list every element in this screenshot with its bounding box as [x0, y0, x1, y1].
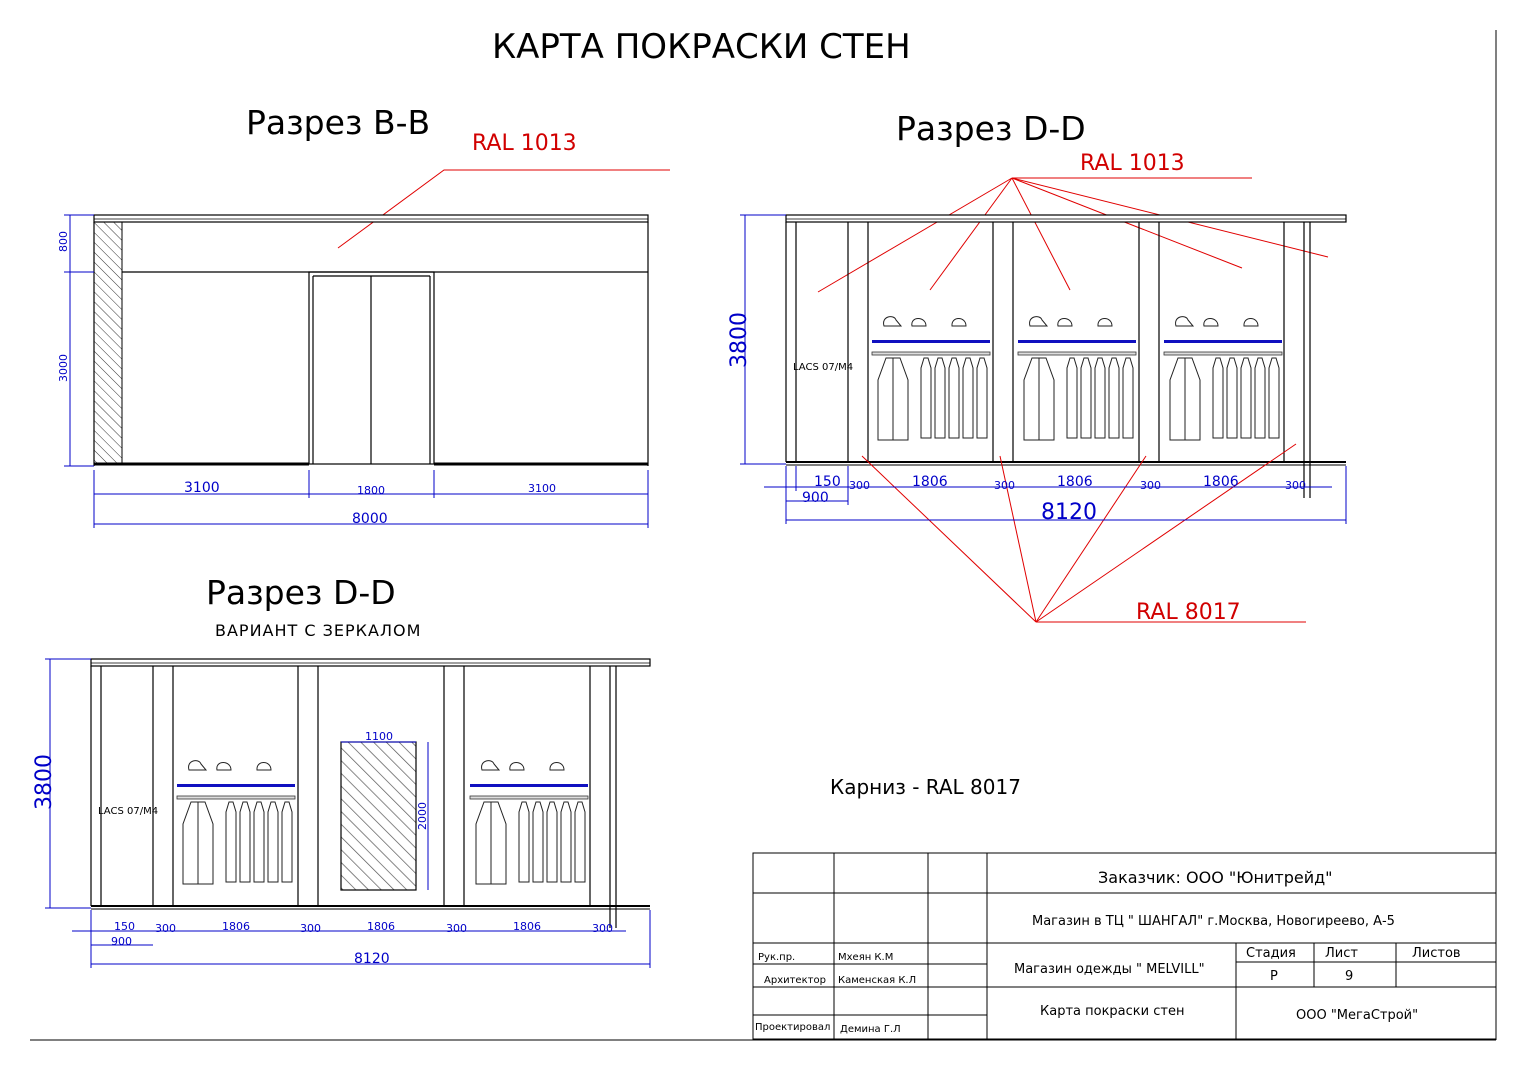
- tb-sheet-value: 9: [1345, 969, 1353, 984]
- ddm-rack-1: [176, 760, 296, 885]
- section-dd-mirror-title: Разрез D-D: [206, 573, 396, 612]
- tb-store: Магазин одежды " MELVILL": [1014, 962, 1205, 977]
- tb-stage-label: Стадия: [1246, 946, 1296, 961]
- tb-role-3: Проектировал: [755, 1022, 830, 1033]
- ddm-dim-mirror-h: 2000: [416, 802, 429, 830]
- dd-dim-300-3: 300: [1140, 479, 1161, 492]
- section-dd-ral-cornice-leaders: [861, 443, 1306, 623]
- section-dd-ral-wall-leaders: [817, 177, 1329, 293]
- bb-dim-3100-right: 3100: [528, 482, 556, 495]
- title-block: [752, 852, 1497, 1040]
- bb-dim-1800: 1800: [357, 484, 385, 497]
- ddm-dim-8120: 8120: [354, 951, 390, 967]
- ddm-dim-1806-3: 1806: [513, 920, 541, 933]
- section-dd: Разрез D-D RAL 1013 LAC: [727, 109, 1347, 625]
- bb-dim-8000: 8000: [352, 511, 388, 527]
- section-bb-ral-leader: [337, 169, 670, 249]
- tb-sheet-name: Карта покраски стен: [1040, 1004, 1184, 1019]
- cornice-note: Карниз - RAL 8017: [830, 775, 1021, 799]
- dd-dim-1806-3: 1806: [1203, 474, 1239, 490]
- mirror: [340, 741, 417, 891]
- bb-dim-800: 800: [57, 231, 70, 252]
- tb-sheets-label: Листов: [1412, 946, 1461, 961]
- ddm-dim-300-4: 300: [592, 922, 613, 935]
- bb-dim-3100-left: 3100: [184, 480, 220, 496]
- section-bb-ral-label: RAL 1013: [472, 131, 577, 156]
- ddm-dim-150: 150: [114, 920, 135, 933]
- tb-name-2: Каменская К.Л: [838, 975, 916, 986]
- tb-location: Магазин в ТЦ " ШАНГАЛ" г.Москва, Новогир…: [1032, 914, 1395, 929]
- ddm-dim-300-2: 300: [300, 922, 321, 935]
- section-dd-ral-wall-label: RAL 1013: [1080, 151, 1185, 176]
- dd-small-label: LACS 07/M4: [793, 362, 853, 373]
- dd-dim-150: 150: [814, 474, 841, 490]
- tb-role-2: Архитектор: [764, 975, 826, 986]
- tb-role-1: Рук.пр.: [758, 952, 795, 963]
- ddm-dim-300-1: 300: [155, 922, 176, 935]
- dd-dim-1806-2: 1806: [1057, 474, 1093, 490]
- tb-sheet-label: Лист: [1325, 946, 1358, 961]
- bb-dim-3000: 3000: [57, 354, 70, 382]
- dd-dim-8120: 8120: [1041, 500, 1097, 525]
- dd-dim-1806-1: 1806: [912, 474, 948, 490]
- dd-rack-2: [1017, 316, 1137, 441]
- dd-rack-3: [1163, 316, 1283, 441]
- dd-dim-3800: 3800: [727, 312, 752, 368]
- ddm-dim-1806-1: 1806: [222, 920, 250, 933]
- section-bb: Разрез В-В RAL 1013: [57, 103, 670, 528]
- ddm-small-label: LACS 07/M4: [98, 806, 158, 817]
- tb-name-1: Мхеян К.М: [838, 952, 893, 963]
- ddm-dim-900: 900: [111, 935, 132, 948]
- dd-dim-300-2: 300: [994, 479, 1015, 492]
- ddm-dim-mirror-w: 1100: [365, 730, 393, 743]
- dd-dim-300-4: 300: [1285, 479, 1306, 492]
- page-title: КАРТА ПОКРАСКИ СТЕН: [492, 27, 911, 67]
- section-dd-mirror-subtitle: ВАРИАНТ С ЗЕРКАЛОМ: [215, 621, 421, 640]
- section-dd-mirror: Разрез D-D ВАРИАНТ С ЗЕРКАЛОМ LACS 07/M4: [32, 573, 651, 968]
- tb-name-3: Демина Г.Л: [840, 1024, 901, 1035]
- dd-dim-300-1: 300: [849, 479, 870, 492]
- ddm-rack-2: [469, 760, 589, 885]
- dd-dim-900: 900: [802, 490, 829, 506]
- section-dd-title: Разрез D-D: [896, 109, 1086, 148]
- dd-rack-1: [871, 316, 991, 441]
- ddm-dim-1806-2: 1806: [367, 920, 395, 933]
- tb-company: ООО "МегаСтрой": [1296, 1008, 1418, 1023]
- ddm-dim-300-3: 300: [446, 922, 467, 935]
- tb-customer: Заказчик: ООО "Юнитрейд": [1098, 868, 1333, 887]
- section-bb-title: Разрез В-В: [246, 103, 430, 142]
- section-dd-ral-cornice-label: RAL 8017: [1136, 600, 1241, 625]
- tb-stage-value: Р: [1270, 969, 1278, 984]
- ddm-dim-3800: 3800: [32, 754, 57, 810]
